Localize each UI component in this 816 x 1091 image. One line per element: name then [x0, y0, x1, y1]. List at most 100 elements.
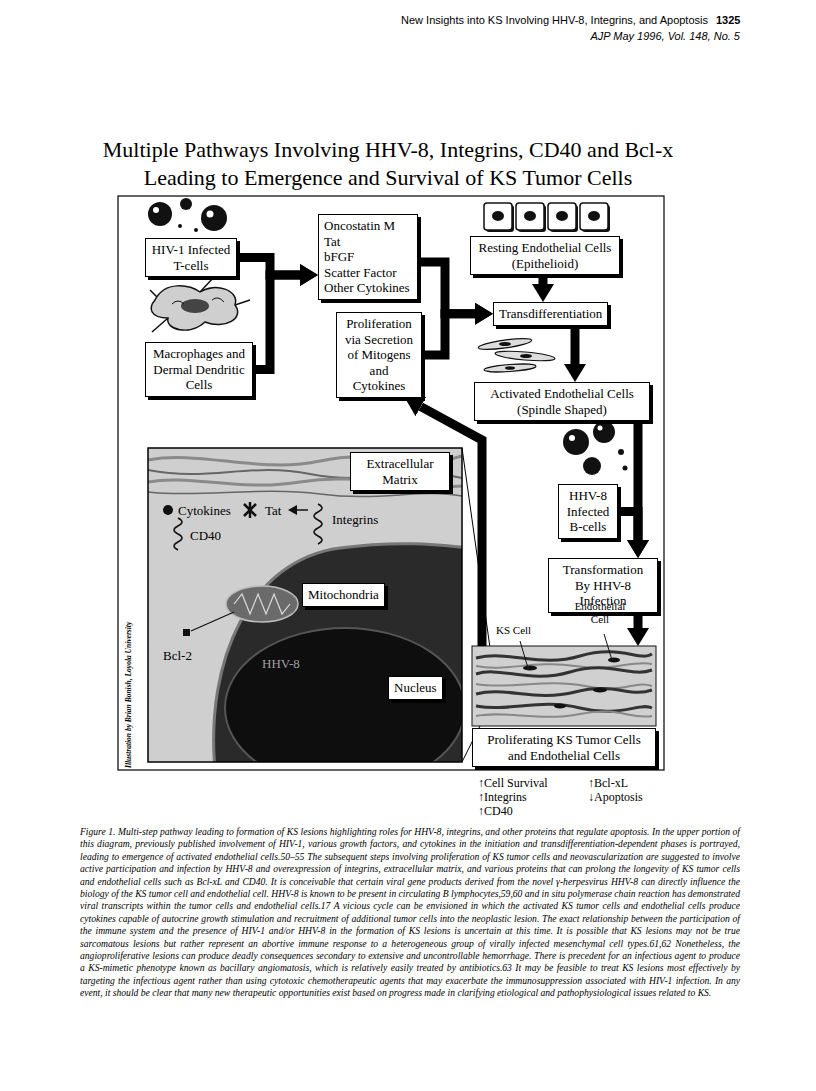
t-cell-icons — [201, 205, 227, 231]
resting-endothelial-icons — [516, 203, 544, 230]
cell-inset — [191, 612, 234, 631]
annotation-label: ↑CD40 — [478, 804, 513, 818]
spindle-cell-icons — [478, 336, 556, 373]
node-text: Activated Endothelial Cells — [480, 386, 644, 402]
figure-title: Multiple Pathways Involving HHV-8, Integ… — [88, 136, 688, 191]
annotation-label: New Insights into KS Involving HHV-8, In… — [250, 14, 708, 27]
spindle-cell-icons — [505, 366, 515, 370]
spindle-cell-icons — [478, 336, 533, 351]
leader-lines — [520, 641, 528, 668]
spindle-cell-icons — [499, 342, 511, 346]
node-text: bFGF — [324, 249, 412, 265]
resting-endothelial-icons — [548, 203, 576, 230]
b-cell-icons — [618, 449, 624, 455]
node-text: Extracellular Matrix — [356, 456, 444, 487]
process-box: Proliferation via Secretion of Mitogens … — [336, 312, 422, 398]
cell-inset — [226, 586, 298, 622]
b-cell-icons — [593, 421, 615, 443]
process-box-frame: Proliferating KS Tumor Cells and Endothe… — [472, 728, 656, 767]
macrophage-icons — [181, 299, 209, 313]
micrograph-spacer — [472, 646, 656, 728]
flow-arrow — [634, 613, 643, 628]
node-text: (Spindle Shaped) — [480, 402, 644, 418]
b-cell-icons — [563, 421, 628, 475]
micrograph — [476, 711, 652, 716]
macrophage-icons — [172, 298, 224, 304]
annotation-label: ↑Cell Survival — [478, 776, 548, 790]
figure-frame — [118, 196, 664, 770]
annotation-label: Endothelial Cell — [572, 600, 628, 626]
micrograph — [476, 663, 652, 668]
node-text: Proliferating KS Tumor Cells and Endothe… — [478, 732, 650, 763]
b-cell-icons — [623, 466, 628, 471]
micrograph — [472, 646, 656, 726]
micrograph — [523, 666, 537, 671]
cell-inset — [234, 594, 290, 614]
b-cell-icons — [563, 429, 589, 455]
micrograph — [554, 704, 566, 709]
resting-endothelial-icons — [556, 211, 568, 221]
cell-inset — [288, 505, 297, 515]
process-box: Transdifferentiation — [493, 302, 608, 326]
process-box: Extracellular Matrix — [350, 452, 450, 491]
resting-endothelial-icons — [524, 211, 536, 221]
node-text: Tat — [324, 234, 412, 250]
node-text: Nucleus — [394, 680, 437, 696]
annotation-label: Tat — [265, 503, 281, 519]
micrograph — [593, 688, 607, 693]
node-text: Macrophages and Dermal Dendritic Cells — [151, 346, 247, 393]
flow-arrow — [422, 314, 475, 355]
annotation-label: ↓Apoptosis — [588, 790, 643, 804]
macrophage-icons — [151, 286, 237, 330]
process-box: Nucleus — [388, 676, 443, 700]
annotation-label: KS Cell — [496, 624, 531, 637]
spindle-cell-icons — [495, 349, 555, 362]
t-cell-icons — [178, 224, 182, 228]
resting-endothelial-icons — [580, 203, 608, 230]
macrophage-icons — [150, 276, 250, 332]
micrograph — [476, 668, 652, 677]
b-cell-icons — [598, 426, 603, 431]
micrograph — [476, 704, 652, 711]
annotation-label: Bcl-2 — [163, 648, 192, 664]
t-cell-icons — [207, 211, 214, 218]
micrograph — [476, 683, 652, 688]
t-cell-icons — [180, 198, 192, 210]
cell-inset — [148, 491, 462, 496]
flow-arrow — [571, 326, 580, 364]
process-box: Oncostatin MTatbFGFScatter FactorOther C… — [318, 214, 418, 300]
process-box: Macrophages and Dermal Dendritic Cells — [145, 342, 253, 397]
annotation-label: 1325 — [716, 14, 740, 27]
flow-arrow — [418, 262, 475, 314]
node-text: Scatter Factor — [324, 265, 412, 281]
process-box: Activated Endothelial Cells(Spindle Shap… — [474, 382, 650, 421]
cell-inset — [314, 504, 322, 544]
cell-inset — [163, 505, 173, 515]
annotation-label: ↑Integrins — [478, 790, 527, 804]
t-cell-icons — [148, 202, 172, 226]
cell-inset — [183, 629, 190, 636]
figure-caption: Figure 1. Multi-step pathway leading to … — [80, 826, 740, 1000]
resting-endothelial-icons — [484, 203, 512, 230]
node-text: Proliferation via Secretion of Mitogens … — [342, 316, 416, 394]
process-box: Resting Endothelial Cells(Epithelioid) — [470, 236, 620, 275]
node-text: Mitochondria — [308, 587, 379, 603]
flow-arrow — [253, 275, 300, 369]
node-text: HIV-1 Infected T-cells — [151, 242, 231, 273]
process-box: Mitochondria — [302, 583, 385, 607]
process-box: HIV-1 Infected T-cells — [145, 238, 237, 277]
annotation-label: AJP May 1996, Vol. 148, No. 5 — [440, 30, 740, 43]
leader-lines — [520, 634, 612, 668]
annotation-label: ↑Bcl-xL — [588, 776, 628, 790]
annotation-label: Cytokines — [178, 503, 231, 519]
flow-arrow — [618, 511, 638, 540]
node-text: HHV-8 Infected B-cells — [564, 488, 612, 535]
cell-inset — [174, 518, 182, 550]
t-cell-icons — [153, 207, 159, 213]
process-box: Proliferating KS Tumor Cells and Endothe… — [472, 646, 656, 767]
annotation-label: CD40 — [190, 528, 221, 544]
annotation-label: Illustration by Brian Bonish, Loyola Uni… — [124, 593, 133, 768]
b-cell-icons — [583, 457, 601, 475]
t-cell-icons — [194, 228, 198, 232]
leader-lines — [604, 634, 612, 660]
